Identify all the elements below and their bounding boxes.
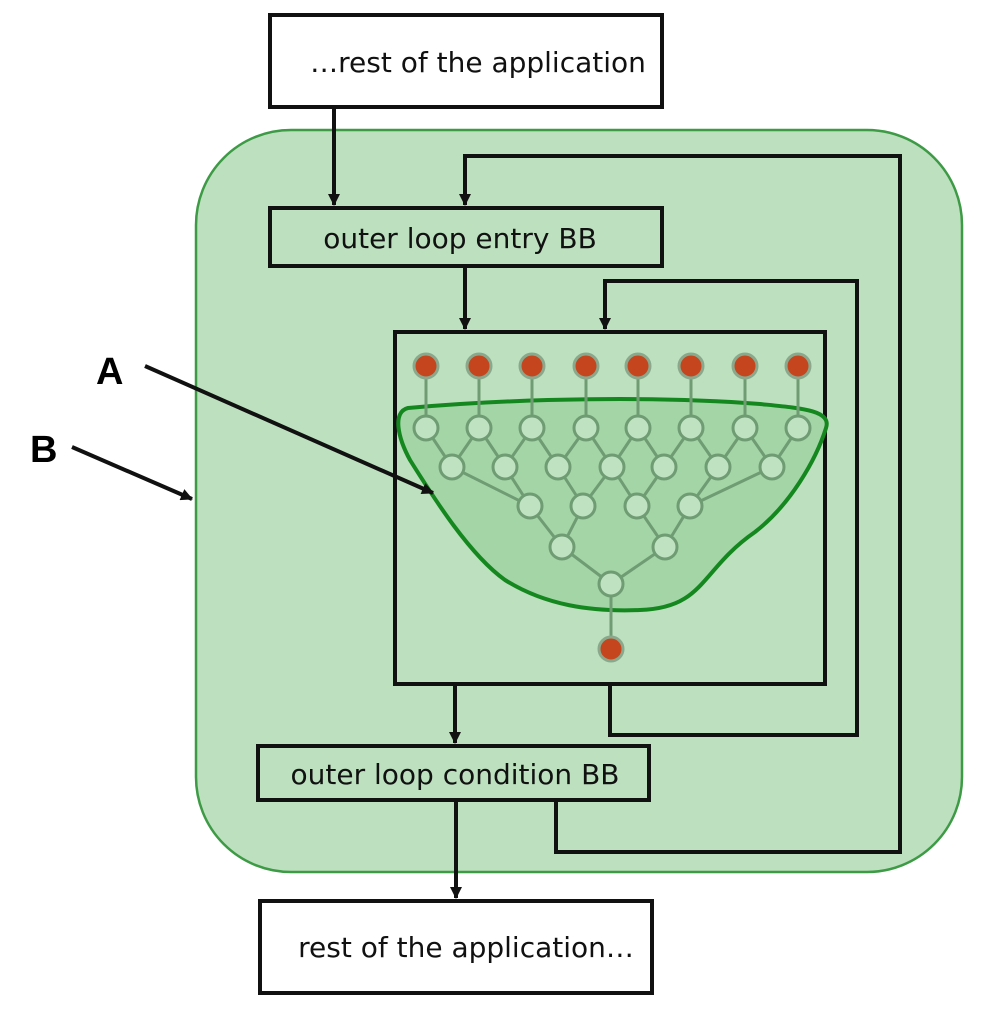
tree-node (758, 453, 786, 481)
tree-node (598, 453, 626, 481)
tree-node (572, 414, 600, 442)
tree-node (676, 492, 704, 520)
tree-node (704, 453, 732, 481)
outer-loop-condition-bb (256, 744, 651, 802)
rest-of-application-top-box (268, 13, 664, 109)
marker-b-arrow (71, 445, 193, 501)
input-node (412, 352, 440, 380)
input-node (784, 352, 812, 380)
inner-backedge (599, 279, 859, 737)
rest-of-application-top-label: …rest of the application (310, 46, 646, 79)
tree-node (651, 533, 679, 561)
input-node (731, 352, 759, 380)
input-node (677, 352, 705, 380)
tree-node (784, 414, 812, 442)
tree-node (624, 414, 652, 442)
marker-a-label: A (96, 351, 123, 393)
tree-node (438, 453, 466, 481)
output-node (597, 635, 625, 663)
outer-loop-condition-bb-label: outer loop condition BB (291, 758, 620, 791)
tree-node (544, 453, 572, 481)
tree-node (677, 414, 705, 442)
tree-node (569, 492, 597, 520)
outer-loop-entry-bb (268, 206, 664, 268)
tree-node (623, 492, 651, 520)
marker-b-label: B (30, 429, 57, 471)
input-node (518, 352, 546, 380)
tree-nodes (412, 352, 812, 663)
outer-loop-entry-bb-label: outer loop entry BB (323, 222, 597, 255)
tree-node (465, 414, 493, 442)
outer-backedge (459, 154, 902, 854)
tree-node (597, 570, 625, 598)
tree-node (491, 453, 519, 481)
rest-of-application-bottom-label: rest of the application… (298, 931, 634, 964)
tree-node (731, 414, 759, 442)
marker-a-arrow (144, 364, 434, 495)
tree-node (516, 492, 544, 520)
tree-node (518, 414, 546, 442)
inner-highlight-region (396, 397, 829, 613)
input-node (572, 352, 600, 380)
rest-of-application-bottom-box (258, 899, 654, 995)
input-node (465, 352, 493, 380)
tree-node (650, 453, 678, 481)
tree-node (412, 414, 440, 442)
tree-node (548, 533, 576, 561)
input-node (624, 352, 652, 380)
